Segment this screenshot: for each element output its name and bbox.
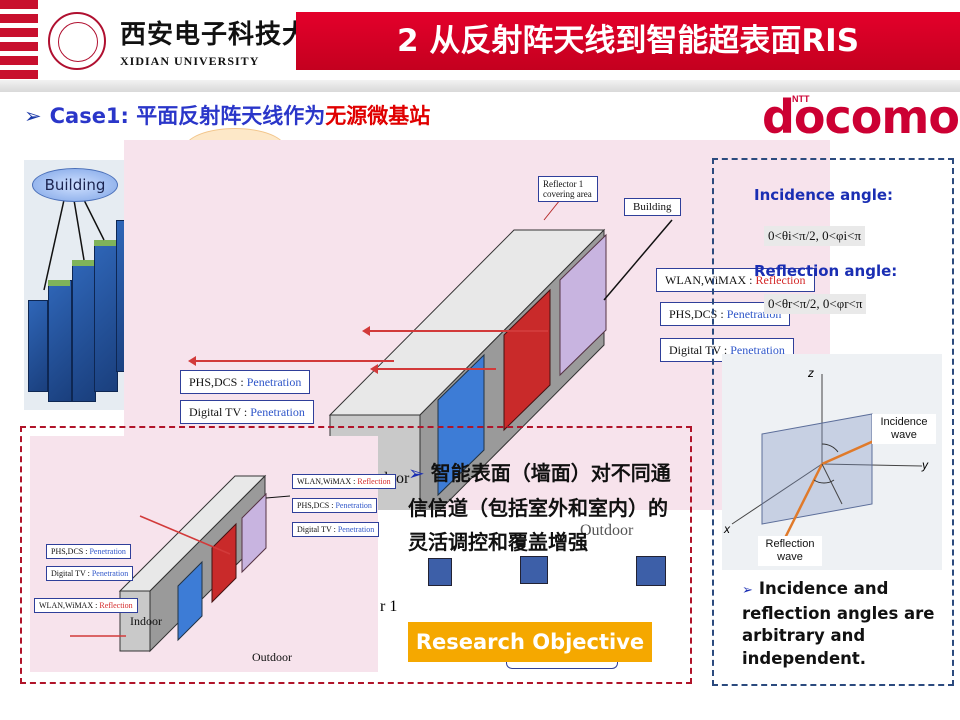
angle-note-text: Incidence and reflection angles are arbi…	[742, 579, 935, 668]
panel-fragment	[428, 558, 452, 586]
panel-fragment	[636, 556, 666, 586]
small-outdoor-label: Outdoor	[252, 650, 292, 664]
angle-panel-frame	[712, 158, 954, 686]
incidence-angle-label: Incidence angle:	[754, 186, 894, 204]
reflection-angle-label: Reflection angle:	[754, 262, 898, 280]
axis-z-label: z	[808, 366, 814, 380]
reflector-coverage-note: Reflector 1 covering area	[538, 176, 598, 202]
incidence-wave-label: Incidence wave	[872, 414, 936, 444]
university-logo: 西安电子科技大学 XIDIAN UNIVERSITY	[48, 8, 335, 72]
docomo-logo: docomo	[762, 90, 960, 144]
university-name-en: XIDIAN UNIVERSITY	[120, 54, 260, 68]
building-bubble: Building	[32, 168, 118, 202]
university-seal-icon	[48, 12, 106, 70]
small-phs-left-tag: PHS,DCS : Penetration	[46, 544, 131, 559]
title-bar: 2 从反射阵天线到智能超表面RIS	[296, 12, 960, 70]
incidence-formula: 0<θi<π/2, 0<φi<π	[764, 226, 866, 246]
bullet-arrow-icon: ➢	[742, 583, 753, 598]
research-objective-label: Research Objective	[408, 622, 652, 662]
slide-title: 2 从反射阵天线到智能超表面RIS	[396, 23, 860, 59]
case-lead-text: Case1: 平面反射阵天线作为	[49, 104, 326, 128]
small-indoor-label: Indoor	[130, 614, 162, 628]
small-tv-left-tag: Digital TV : Penetration	[46, 566, 134, 581]
panel-fragment	[520, 556, 548, 584]
case-highlight-frame	[20, 426, 692, 684]
decorative-stripes	[0, 0, 38, 80]
bullet-arrow-icon: ➢	[408, 461, 425, 485]
phs-left-tag: PHS,DCS : Penetration	[180, 370, 311, 394]
reflector-label-partial: r 1	[380, 592, 408, 622]
header-divider	[0, 80, 960, 92]
axis-y-label: y	[922, 458, 928, 472]
indoor-outdoor-diagram: WLAN,WiMAX : Reflection PHS,DCS : Penetr…	[30, 436, 396, 672]
small-wlan-tag: WLAN,WiMAX : Reflection	[292, 474, 396, 489]
tv-left-tag: Digital TV : Penetration	[180, 400, 314, 424]
small-wlan-left-tag: WLAN,WiMAX : Reflection	[34, 598, 138, 613]
reflection-wave-label: Reflection wave	[758, 536, 822, 566]
ris-description: ➢智能表面（墙面）对不同通信信道（包括室外和室内）的灵活调控和覆盖增强	[408, 456, 674, 560]
small-phs-tag: PHS,DCS : Penetration	[292, 498, 377, 513]
angle-note: ➢Incidence and reflection angles are arb…	[742, 578, 947, 670]
reflection-formula: 0<θr<π/2, 0<φr<π	[764, 294, 867, 314]
ris-description-text: 智能表面（墙面）对不同通信信道（包括室外和室内）的灵活调控和覆盖增强	[408, 461, 671, 554]
bullet-arrow-icon: ➢	[24, 104, 42, 128]
building-tag: Building	[624, 198, 681, 216]
small-tv-tag: Digital TV : Penetration	[292, 522, 380, 537]
outdoor-label-partial: Outdoor	[580, 522, 634, 539]
ntt-logo-text: NTT	[792, 94, 810, 104]
wlan-reflection-tag: WLAN,WiMAX : Reflection	[656, 268, 815, 292]
angle-geometry-diagram: z y x Incidence wave Reflection wave	[722, 354, 942, 570]
case-heading: ➢ Case1: 平面反射阵天线作为无源微基站	[24, 100, 430, 130]
case-highlight-text: 无源微基站	[325, 104, 431, 128]
axis-x-label: x	[724, 522, 730, 536]
